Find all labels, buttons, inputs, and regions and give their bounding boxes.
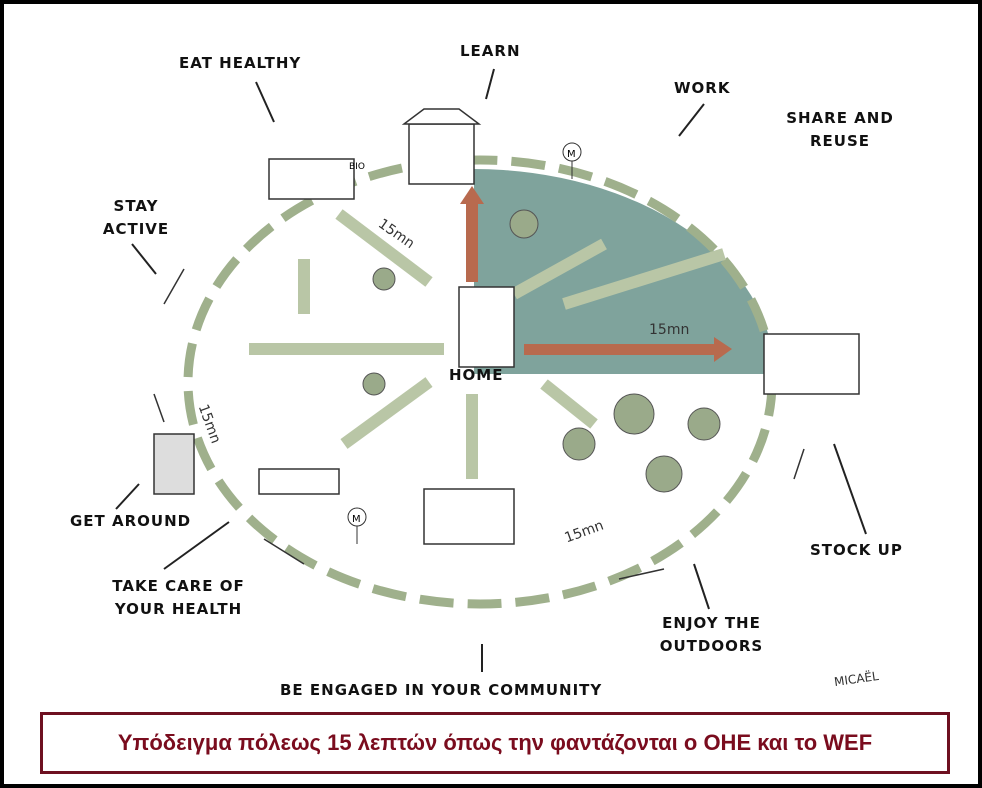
distance-arrows [460, 186, 732, 362]
label-line: YOUR HEALTH [114, 600, 243, 618]
community-stage [423, 488, 515, 545]
double-arrows [153, 268, 805, 580]
label-line: ACTIVE [102, 220, 170, 238]
roads [249, 209, 726, 479]
label-line: STAY [113, 197, 159, 215]
label-eat-healthy: EAT HEALTHY [179, 54, 302, 72]
label-community: BE ENGAGED IN YOUR COMMUNITY [280, 681, 603, 699]
label-line: TAKE CARE OF [112, 577, 245, 595]
school-building [408, 123, 475, 185]
bakery-stall [763, 333, 860, 395]
label-enjoy-the-outdoors: ENJOY THE OUTDOORS [644, 612, 779, 658]
metro-sign [347, 142, 582, 544]
label-home: HOME [449, 366, 504, 384]
label-line: REUSE [809, 132, 871, 150]
stairs [153, 433, 195, 495]
park-area [474, 169, 774, 374]
label-stay-active: STAY ACTIVE [96, 195, 176, 241]
metro-sign-text: M [352, 514, 361, 525]
label-share-and-reuse: SHARE AND REUSE [780, 107, 900, 153]
clinic-desk [258, 468, 340, 495]
label-take-care-of-your-health: TAKE CARE OF YOUR HEALTH [96, 575, 261, 621]
home-building [458, 286, 515, 368]
label-pointers [115, 68, 867, 672]
caption-box: Υπόδειγμα πόλεως 15 λεπτών όπως την φαντ… [40, 712, 950, 774]
market-stall [268, 158, 355, 200]
label-get-around: GET AROUND [70, 512, 192, 530]
market-sign: BIO [349, 162, 365, 172]
metro-sign-text: M [567, 149, 576, 160]
label-line: SHARE AND [786, 109, 894, 127]
caption-text: Υπόδειγμα πόλεως 15 λεπτών όπως την φαντ… [117, 730, 873, 755]
buildings [153, 108, 860, 545]
label-learn: LEARN [460, 42, 521, 60]
label-work: WORK [674, 79, 731, 97]
label-stock-up: STOCK UP [810, 541, 903, 559]
label-line: ENJOY THE [662, 614, 761, 632]
distance-label: 15mn [649, 322, 690, 338]
label-line: OUTDOORS [659, 637, 764, 655]
fifteen-minute-city-illustration: M M BIO [115, 68, 867, 672]
